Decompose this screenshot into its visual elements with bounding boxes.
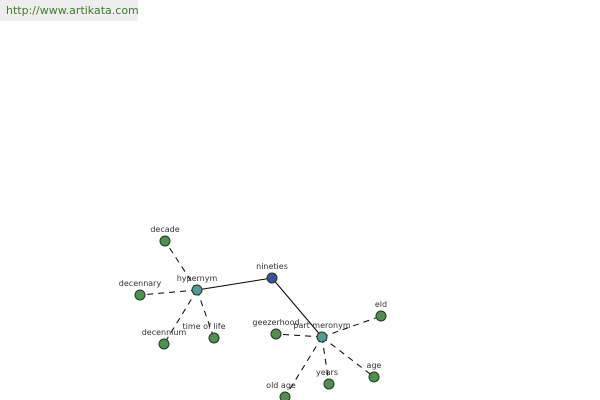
node-label-years[interactable]: years [316, 368, 338, 377]
edge-nineties-to-hypernym [196, 277, 273, 291]
edge-hypernym-to-decennary [139, 289, 198, 296]
edge-hypernym-to-time-of-life [196, 289, 215, 339]
node-hypernym[interactable] [191, 284, 203, 296]
node-label-part-meronym[interactable]: part meronym [293, 321, 350, 330]
node-eld[interactable] [375, 310, 387, 322]
node-label-decade[interactable]: decade [150, 225, 179, 234]
edge-hypernym-to-decade [164, 240, 198, 291]
node-decennary[interactable] [134, 289, 146, 301]
node-decennium[interactable] [158, 338, 170, 350]
node-label-old-age[interactable]: old age [266, 381, 296, 390]
node-old-age[interactable] [279, 391, 291, 400]
node-label-nineties[interactable]: nineties [256, 262, 288, 271]
edge-nineties-to-part-meronym [271, 277, 323, 338]
node-label-hypernym[interactable]: hypernym [177, 274, 218, 283]
node-label-geezerhood[interactable]: geezerhood [252, 318, 299, 327]
node-label-decennium[interactable]: decennium [142, 328, 187, 337]
node-geezerhood[interactable] [270, 328, 282, 340]
node-years[interactable] [323, 378, 335, 390]
node-decade[interactable] [159, 235, 171, 247]
node-time-of-life[interactable] [208, 332, 220, 344]
edge-part-meronym-to-old-age [284, 336, 323, 398]
node-label-decennary[interactable]: decennary [119, 279, 162, 288]
node-age[interactable] [368, 371, 380, 383]
node-label-eld[interactable]: eld [375, 300, 387, 309]
node-label-age[interactable]: age [367, 361, 382, 370]
edge-part-meronym-to-years [321, 336, 330, 385]
node-nineties[interactable] [266, 272, 278, 284]
node-label-time-of-life[interactable]: time of life [182, 322, 225, 331]
artikata-url-link[interactable]: http://www.artikata.com [0, 0, 139, 21]
node-part-meronym[interactable] [316, 331, 328, 343]
graph-edges [139, 240, 382, 398]
graph-labels: nineties hypernym part meronym decade decenn… [119, 225, 387, 390]
graph-nodes [134, 235, 387, 400]
edge-part-meronym-to-geezerhood [275, 333, 323, 338]
